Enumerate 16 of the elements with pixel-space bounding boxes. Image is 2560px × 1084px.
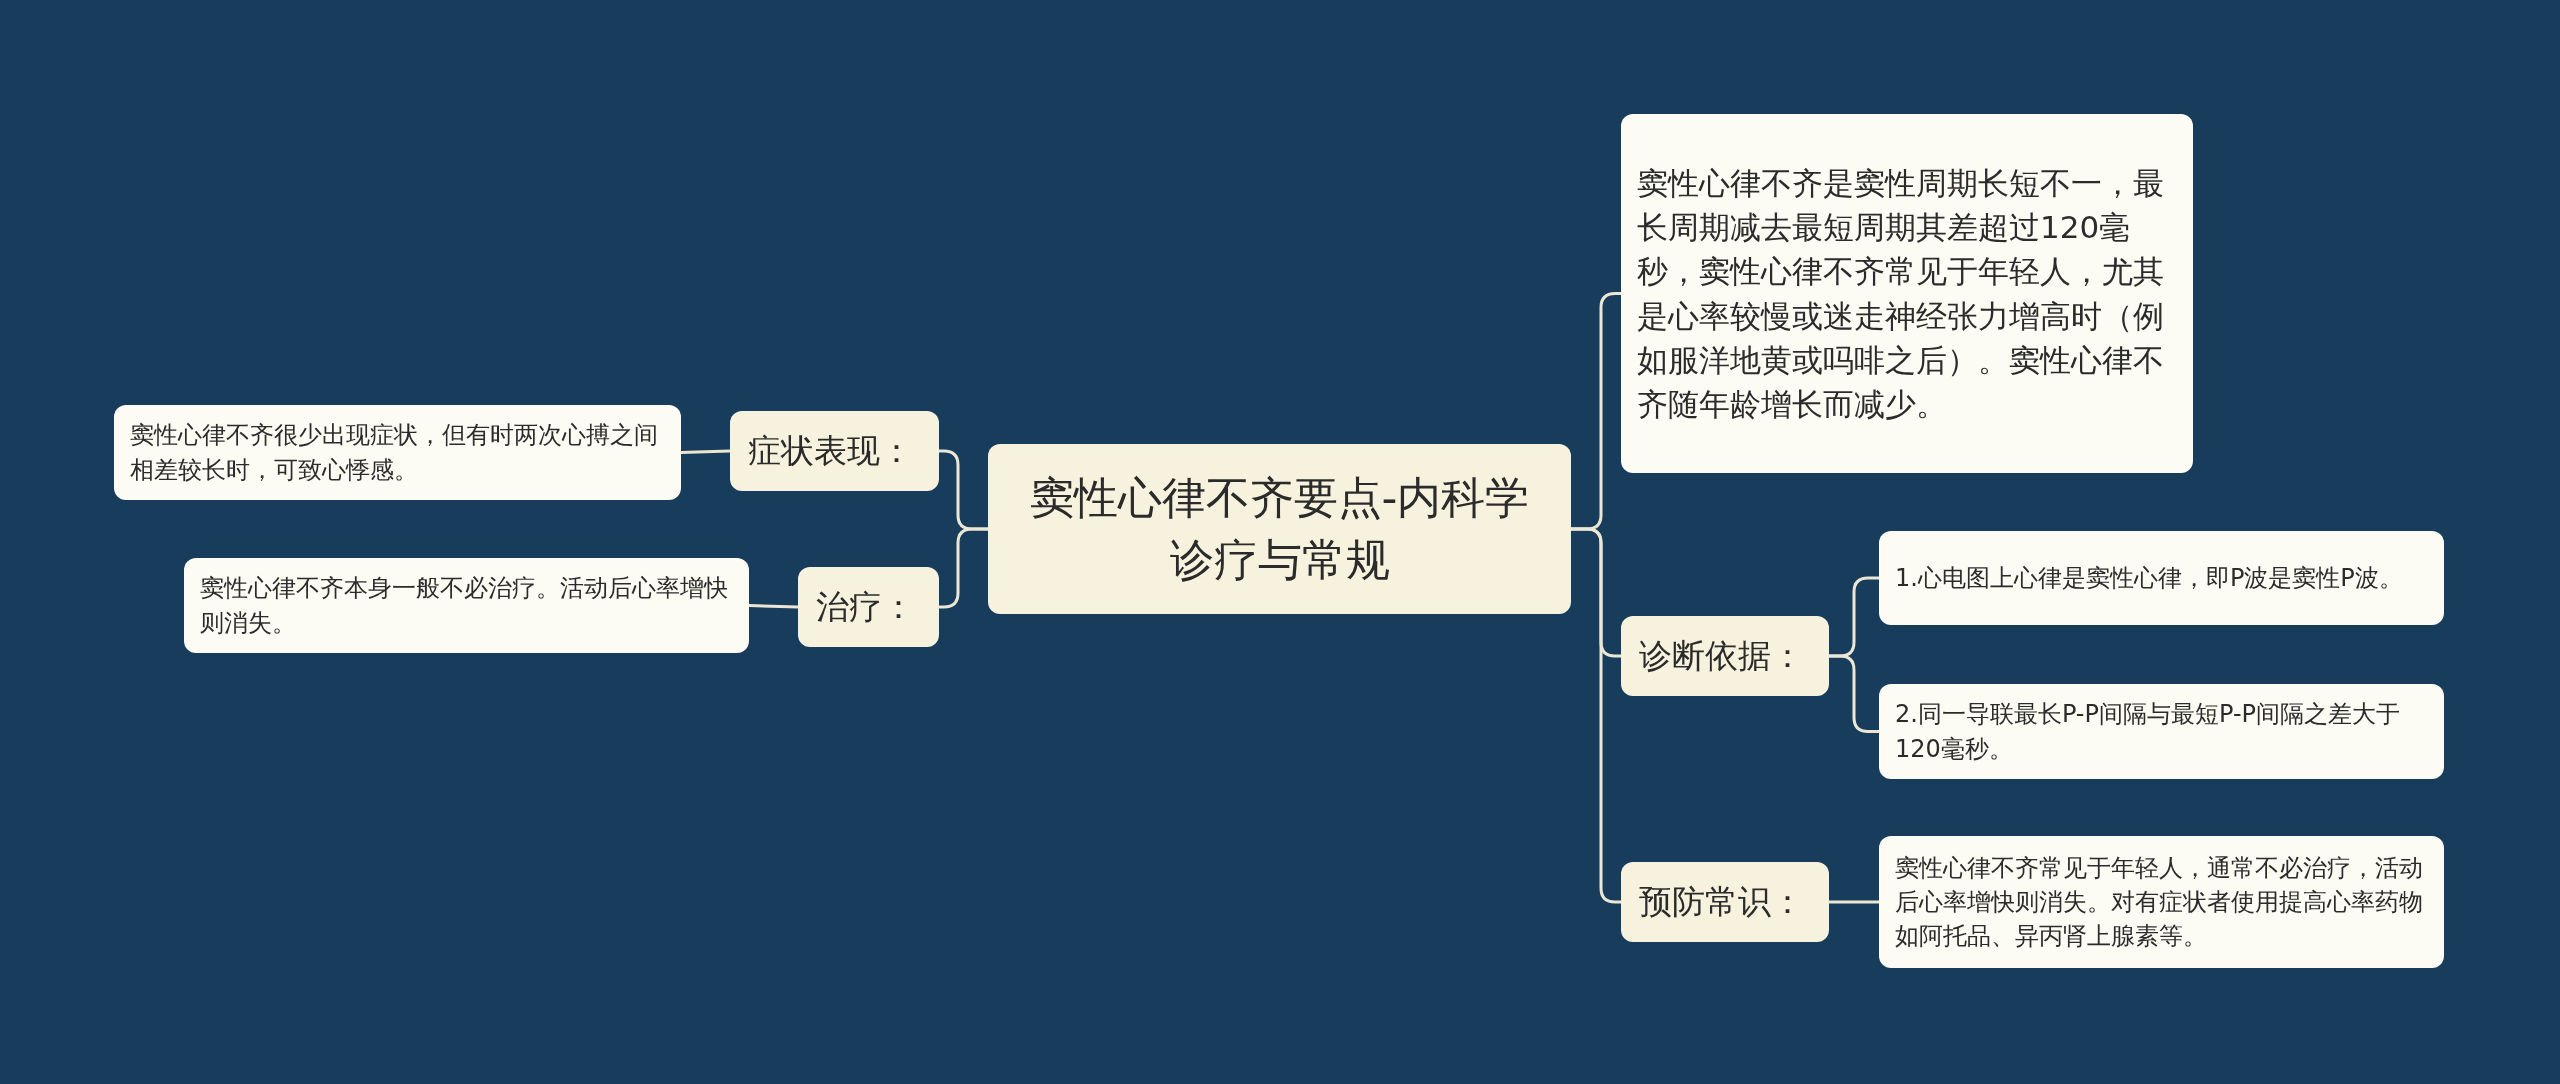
connector-line <box>1829 900 1879 904</box>
connector-line <box>680 449 731 454</box>
branch-topic-box: 诊断依据： <box>1621 616 1829 696</box>
connector-line <box>748 604 799 609</box>
central-topic-box: 窦性心律不齐要点-内科学诊疗与常规 <box>988 444 1571 614</box>
branch-topic-box: 预防常识： <box>1621 862 1829 942</box>
detail-box: 窦性心律不齐是窦性周期长短不一，最长周期减去最短周期其差超过120毫秒，窦性心律不齐常见于年轻人，尤其是心率较慢或迷走神经张力增高时（例如服洋地黄或吗啡之后）。窦性心律不齐随年龄增长而减少。 <box>1621 114 2193 473</box>
detail-box: 2.同一导联最长P-P间隔与最短P-P间隔之差大于120毫秒。 <box>1879 684 2444 779</box>
detail-box: 窦性心律不齐本身一般不必治疗。活动后心率增快则消失。 <box>184 558 749 653</box>
detail-box: 窦性心律不齐常见于年轻人，通常不必治疗，活动后心率增快则消失。对有症状者使用提高心率药物如阿托品、异丙肾上腺素等。 <box>1879 836 2444 968</box>
connector-line <box>939 527 988 609</box>
detail-box: 窦性心律不齐很少出现症状，但有时两次心搏之间相差较长时，可致心悸感。 <box>114 405 681 500</box>
detail-box: 1.心电图上心律是窦性心律，即P波是窦性P波。 <box>1879 531 2444 625</box>
branch-topic-box: 症状表现： <box>730 411 939 491</box>
branch-topic-box: 治疗： <box>798 567 939 647</box>
connector-line <box>1829 654 1879 733</box>
